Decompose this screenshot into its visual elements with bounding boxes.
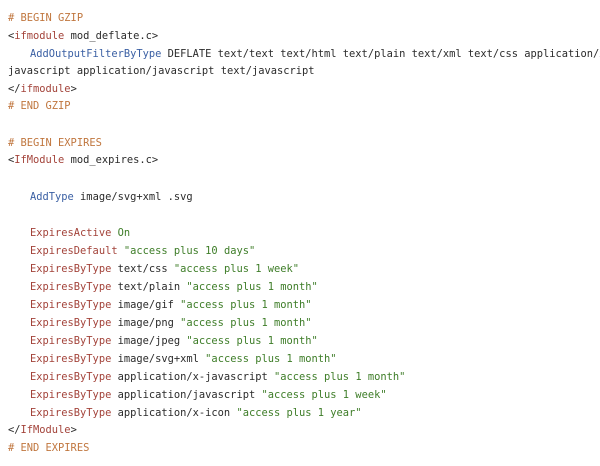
addoutputfilter-continued: javascript application/javascript text/j… <box>8 65 315 77</box>
tag-name: ifmodule <box>20 83 71 95</box>
directive-value: "access plus 1 month" <box>180 281 318 293</box>
tag-bracket: </ <box>8 424 21 436</box>
directive-value: "access plus 1 month" <box>173 299 312 311</box>
directive-name: ExpiresByType <box>30 335 112 347</box>
tag-bracket: > <box>151 154 159 166</box>
tag-argument: mod_deflate.c <box>64 30 152 42</box>
directive-value: "access plus 1 month" <box>173 317 312 329</box>
tag-bracket: < <box>8 30 15 42</box>
directive-name: ExpiresByType <box>30 281 112 293</box>
comment-end-gzip: # END GZIP <box>8 100 71 112</box>
directive-name: ExpiresByType <box>30 389 112 401</box>
tag-name: IfModule <box>20 424 71 436</box>
expiresbytype-line: ExpiresByType image/gif "access plus 1 m… <box>8 296 312 314</box>
mime-type: application/javascript <box>111 389 256 401</box>
directive-name: ExpiresByType <box>30 299 112 311</box>
expiresbytype-line: ExpiresByType image/jpeg "access plus 1 … <box>8 332 318 350</box>
mime-type: application/x-icon <box>111 407 231 419</box>
expiresbytype-line: ExpiresByType application/x-javascript "… <box>8 368 405 386</box>
directive-value: "access plus 10 days" <box>117 245 256 257</box>
expiresdefault-line: ExpiresDefault "access plus 10 days" <box>8 242 255 260</box>
expiresactive-line: ExpiresActive On <box>8 224 130 242</box>
directive-value: "access plus 1 year" <box>230 407 362 419</box>
tag-bracket: > <box>70 83 77 95</box>
tag-bracket: < <box>8 154 15 166</box>
mime-type: image/gif <box>111 299 174 311</box>
directive-args: DEFLATE text/text text/html text/plain t… <box>161 48 600 60</box>
mime-type: application/x-javascript <box>111 371 268 383</box>
expiresbytype-line: ExpiresByType application/javascript "ac… <box>8 386 387 404</box>
expiresbytype-line: ExpiresByType application/x-icon "access… <box>8 404 362 422</box>
directive-name: ExpiresByType <box>30 371 112 383</box>
mime-type: image/svg+xml <box>111 353 199 365</box>
addoutputfilter-line: AddOutputFilterByType DEFLATE text/text … <box>8 45 600 63</box>
directive-name: ExpiresByType <box>30 353 112 365</box>
mime-type: text/css <box>111 263 168 275</box>
directive-name: ExpiresByType <box>30 317 112 329</box>
directive-name: AddType <box>30 191 74 203</box>
directive-name: ExpiresActive <box>30 227 112 239</box>
ifmodule-expires-close: </IfModule> <box>8 421 77 439</box>
directive-name: ExpiresByType <box>30 263 112 275</box>
directive-name: AddOutputFilterByType <box>30 48 162 60</box>
tag-name: ifmodule <box>14 30 65 42</box>
mime-type: image/png <box>111 317 174 329</box>
directive-value: "access plus 1 month" <box>180 335 318 347</box>
expiresbytype-line: ExpiresByType image/svg+xml "access plus… <box>8 350 337 368</box>
directive-name: ExpiresByType <box>30 407 112 419</box>
comment-end-expires: # END EXPIRES <box>8 442 90 454</box>
directive-name: ExpiresDefault <box>30 245 118 257</box>
expiresbytype-line: ExpiresByType text/plain "access plus 1 … <box>8 278 318 296</box>
mime-type: text/plain <box>111 281 181 293</box>
comment-begin-expires: # BEGIN EXPIRES <box>8 137 102 149</box>
directive-args: image/svg+xml .svg <box>73 191 193 203</box>
tag-name: IfModule <box>14 154 65 166</box>
ifmodule-expires-open: <IfModule mod_expires.c> <box>8 151 158 169</box>
tag-bracket: > <box>151 30 159 42</box>
tag-bracket: > <box>70 424 77 436</box>
directive-value: "access plus 1 month" <box>198 353 337 365</box>
directive-value: "access plus 1 week" <box>167 263 300 275</box>
tag-argument: mod_expires.c <box>64 154 152 166</box>
addtype-line: AddType image/svg+xml .svg <box>8 188 193 206</box>
mime-type: image/jpeg <box>111 335 181 347</box>
comment-begin-gzip: # BEGIN GZIP <box>8 12 84 24</box>
tag-bracket: </ <box>8 83 21 95</box>
ifmodule-deflate-close: </ifmodule> <box>8 80 77 98</box>
directive-value: "access plus 1 month" <box>267 371 406 383</box>
expiresbytype-line: ExpiresByType image/png "access plus 1 m… <box>8 314 312 332</box>
ifmodule-deflate-open: <ifmodule mod_deflate.c> <box>8 27 158 45</box>
directive-value: "access plus 1 week" <box>255 389 387 401</box>
expiresbytype-line: ExpiresByType text/css "access plus 1 we… <box>8 260 299 278</box>
directive-value: On <box>111 227 131 239</box>
